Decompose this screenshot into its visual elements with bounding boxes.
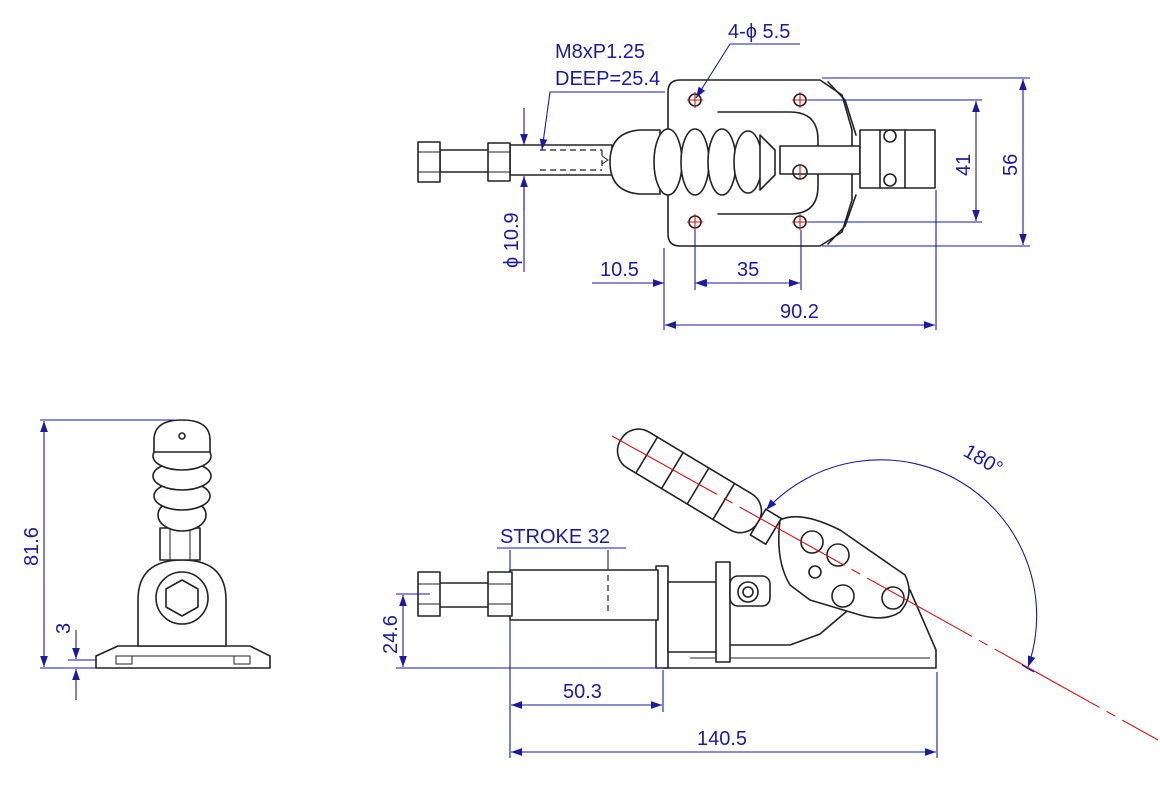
top-base-plate (667, 79, 853, 247)
dim-90-2: 90.2 (780, 301, 819, 323)
side-handle (616, 428, 783, 545)
dim-10-5: 10.5 (600, 259, 639, 281)
dim-35: 35 (737, 259, 759, 281)
end-stem (159, 527, 201, 561)
rod-diameter-label: ϕ 10.9 (501, 212, 523, 268)
angle-label: 180° (960, 440, 1007, 480)
top-nut (487, 142, 511, 182)
end-view (95, 419, 271, 669)
thread-label-2: DEEP=25.4 (555, 68, 660, 90)
top-view-dimensions: M8xP1.25 DEEP=25.4 4-ϕ 5.5 ϕ 10.9 10.5 3… (501, 21, 1030, 330)
holes-label: 4-ϕ 5.5 (728, 21, 790, 43)
top-screw (439, 149, 491, 173)
dim-24-6: 24.6 (380, 615, 402, 654)
top-view (417, 79, 936, 247)
top-handle (609, 128, 776, 196)
dim-3: 3 (53, 623, 75, 634)
dim-41: 41 (953, 154, 975, 176)
end-hex (165, 579, 199, 617)
thread-label-1: M8xP1.25 (555, 41, 645, 63)
end-base (95, 645, 271, 669)
top-bolt-head (417, 141, 441, 183)
end-body (137, 559, 227, 647)
dim-81-6: 81.6 (21, 527, 43, 566)
end-view-dimensions: 81.6 3 (21, 419, 175, 700)
stroke-label: STROKE 32 (500, 526, 610, 548)
dim-50-3: 50.3 (563, 681, 602, 703)
side-screw (437, 582, 491, 608)
side-lever-plate (777, 515, 910, 619)
dim-140-5: 140.5 (697, 728, 747, 750)
top-pivot-block (859, 129, 936, 189)
angle-arc (765, 459, 1038, 668)
side-plunger (509, 569, 659, 621)
side-nut (487, 571, 513, 617)
end-handle (152, 419, 212, 532)
top-link (779, 145, 861, 175)
side-view (417, 428, 1159, 741)
mounting-holes (687, 92, 808, 230)
dim-56: 56 (1000, 154, 1022, 176)
